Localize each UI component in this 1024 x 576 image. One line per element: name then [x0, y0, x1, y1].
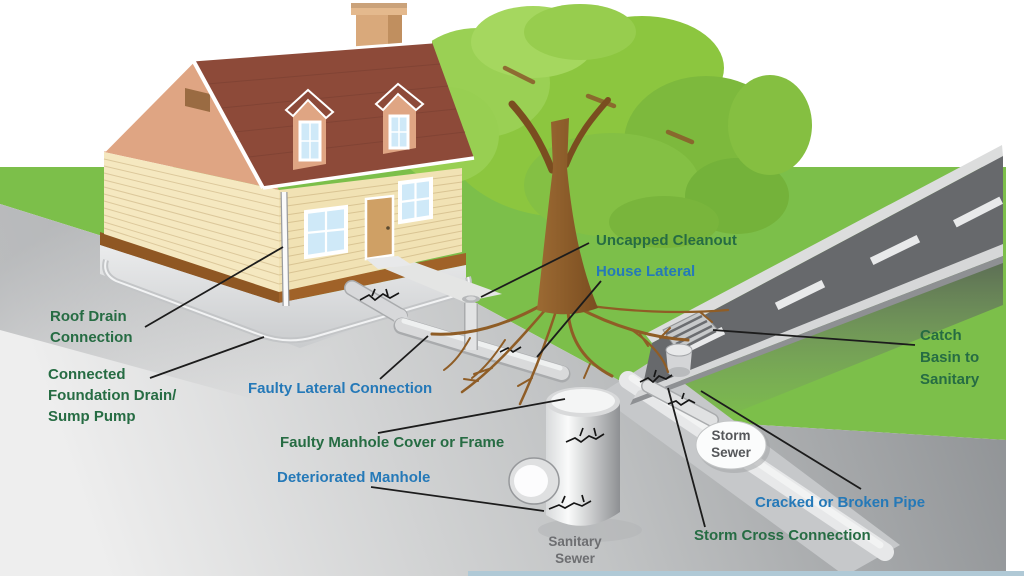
leader-catch-basin [712, 329, 916, 346]
attic-vent [185, 88, 210, 112]
roof [102, 40, 475, 190]
window [304, 204, 348, 260]
dormer [374, 82, 425, 154]
label-roof-drain-connection: Roof Drain Connection [50, 308, 133, 346]
leader-foundation-drain [149, 336, 265, 379]
pipe-crack-marks [639, 369, 696, 407]
road-far-curb [645, 145, 1003, 343]
label-storm-cross-connection: Storm Cross Connection [694, 527, 871, 544]
label-house-lateral: House Lateral [596, 263, 696, 280]
leader-roof-drain [144, 246, 284, 328]
dirt-strip-left [100, 232, 279, 303]
leader-cracked-pipe [700, 390, 862, 490]
manhole-crack-marks [548, 427, 605, 510]
leader-house-lateral [536, 280, 602, 358]
walkway [378, 262, 502, 302]
window [398, 176, 433, 225]
cleanout-pipe [462, 295, 480, 350]
leader-lines [144, 242, 916, 528]
label-cracked-or-broken-pipe: Cracked or Broken Pipe [755, 494, 926, 511]
label-sanitary-sewer: Sanitary Sewer [548, 534, 602, 566]
road [630, 145, 1003, 405]
shadow-under-road [633, 256, 1003, 425]
leader-faulty-manhole [377, 398, 566, 434]
right-margin [1006, 0, 1024, 576]
leader-deteriorated-manhole [370, 486, 545, 512]
sanitary-manhole [508, 387, 642, 542]
tree-trunk [508, 97, 611, 315]
leader-storm-cross [667, 387, 706, 528]
storm-cross-connection-pipe [639, 369, 719, 427]
house [102, 3, 475, 307]
label-faulty-lateral-connection: Faulty Lateral Connection [248, 380, 433, 397]
road-near-curb [633, 244, 1003, 399]
gable-wall [104, 62, 279, 190]
label-faulty-manhole-cover: Faulty Manhole Cover or Frame [280, 434, 505, 451]
door-step [366, 256, 412, 269]
label-uncapped-cleanout: Uncapped Cleanout [596, 232, 737, 249]
road-near-curb-shade [630, 256, 1003, 405]
label-catch-basin-to-sanitary: Catch Basin to Sanitary [920, 327, 980, 388]
bottom-strip [468, 571, 1024, 576]
downspout [280, 191, 290, 307]
branch-glimpses [502, 65, 695, 145]
road-surface [641, 156, 1003, 394]
dormer [284, 88, 335, 170]
label-deteriorated-manhole: Deteriorated Manhole [277, 469, 431, 486]
storm-sewer-badge [695, 420, 770, 473]
front-door [364, 194, 395, 261]
label-connected-foundation-drain: Connected Foundation Drain/ Sump Pump [48, 366, 177, 425]
leader-faulty-lateral [379, 335, 429, 380]
leader-uncapped-cleanout [480, 242, 590, 298]
sanitary-stub-pipe [508, 457, 560, 505]
label-storm-sewer: Storm Sewer [711, 428, 751, 460]
